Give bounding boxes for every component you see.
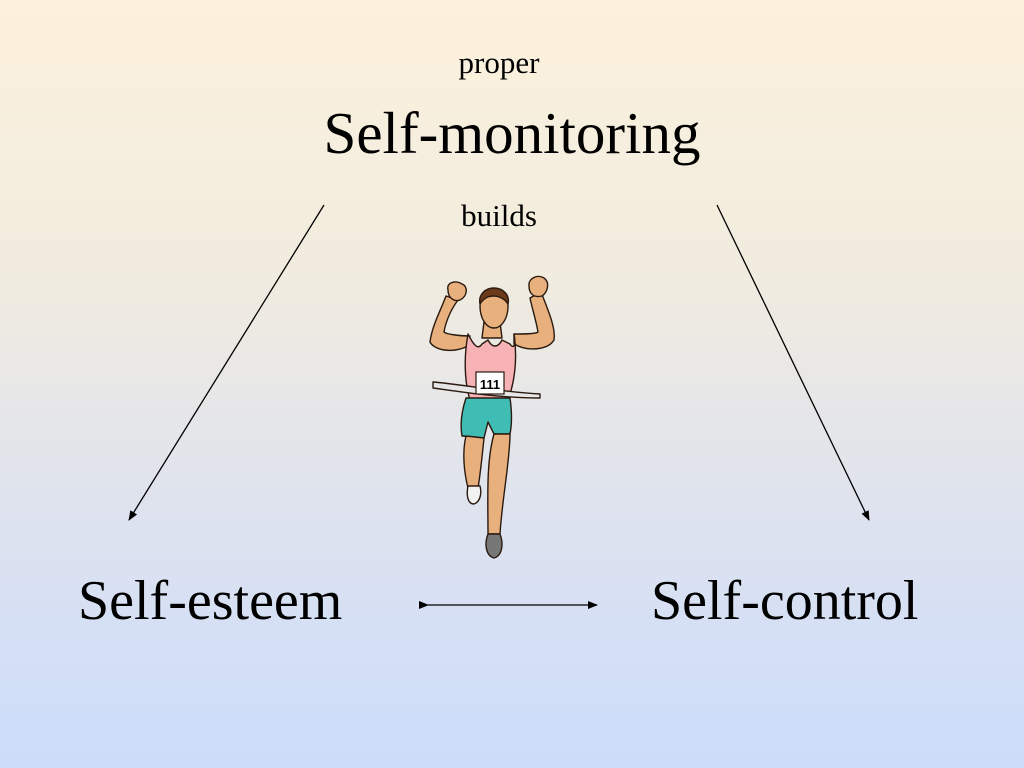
runner-bib-number: 111 bbox=[480, 377, 500, 392]
arrow-to-self-control bbox=[716, 204, 870, 521]
runner-bib bbox=[475, 371, 505, 395]
right-node-self-control: Self-control bbox=[651, 570, 919, 632]
diagram-title: Self-monitoring bbox=[323, 100, 701, 166]
top-label: proper bbox=[458, 45, 540, 80]
builds-label: builds bbox=[461, 198, 537, 233]
arrow-to-self-esteem bbox=[128, 204, 325, 521]
left-node-self-esteem: Self-esteem bbox=[78, 570, 343, 632]
